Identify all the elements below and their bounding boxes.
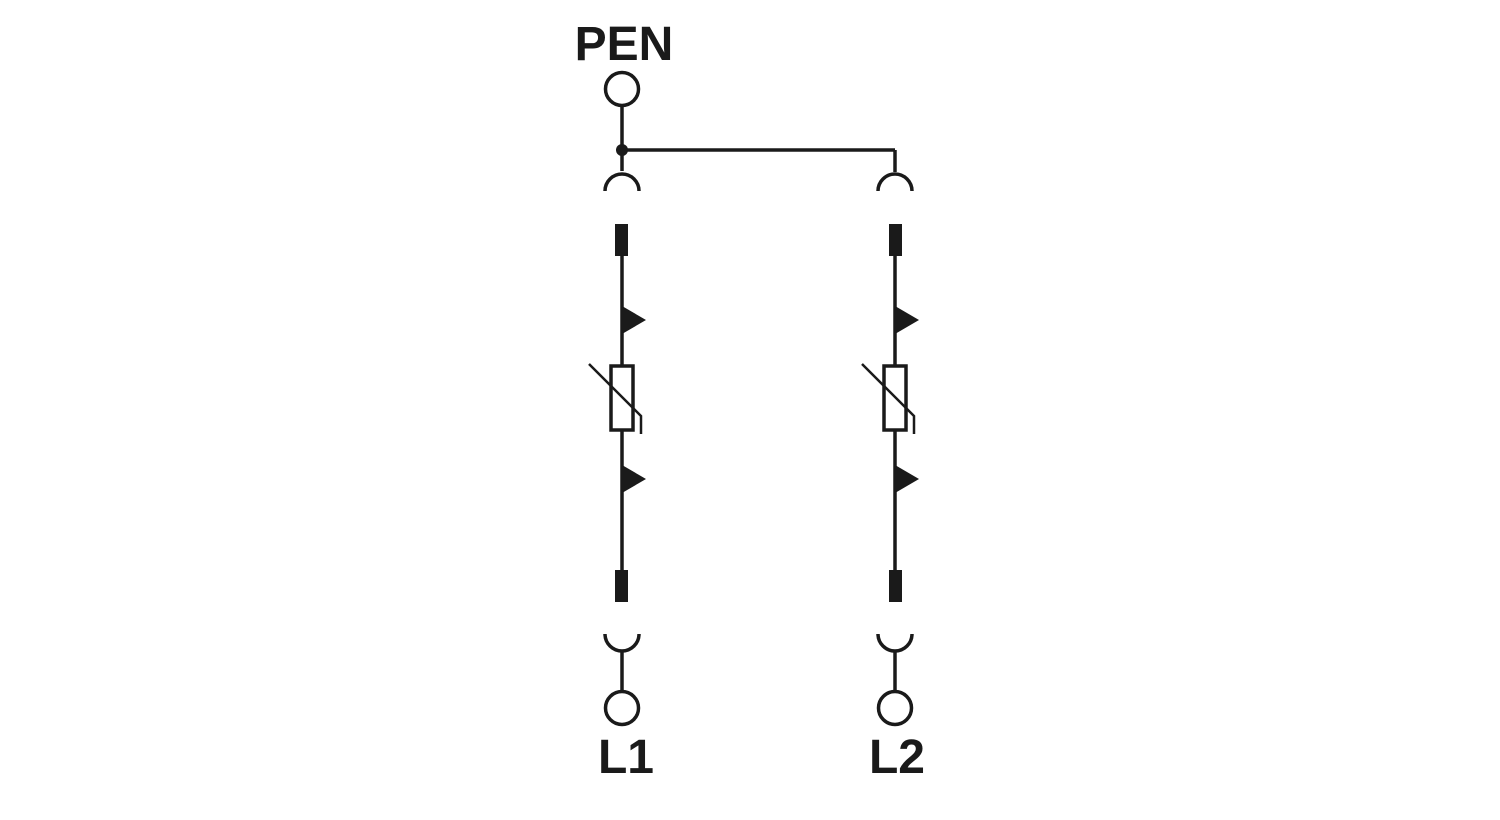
pen-terminal-circle [603, 70, 641, 108]
pen-label: PEN [575, 18, 674, 71]
plug-socket-bottom-left [603, 633, 641, 653]
spark-gap-upper-left [622, 306, 646, 334]
l2-label: L2 [869, 731, 925, 784]
l1-terminal-circle [603, 689, 641, 727]
varistor-slash-right [861, 363, 916, 434]
contact-top-left [615, 224, 628, 256]
plug-socket-bottom-right [876, 633, 914, 653]
contact-top-right [889, 224, 902, 256]
spark-gap-upper-right [895, 306, 919, 334]
varistor-slash-left [588, 363, 643, 434]
spark-gap-lower-left [622, 465, 646, 493]
plug-socket-top-right [876, 172, 914, 192]
branch-l1 [588, 172, 646, 727]
contact-bottom-left [615, 570, 628, 602]
contact-bottom-right [889, 570, 902, 602]
l2-terminal-circle [876, 689, 914, 727]
plug-socket-top-left [603, 172, 641, 192]
spark-gap-lower-right [895, 465, 919, 493]
branch-l2 [861, 172, 919, 727]
l1-label: L1 [598, 731, 654, 784]
